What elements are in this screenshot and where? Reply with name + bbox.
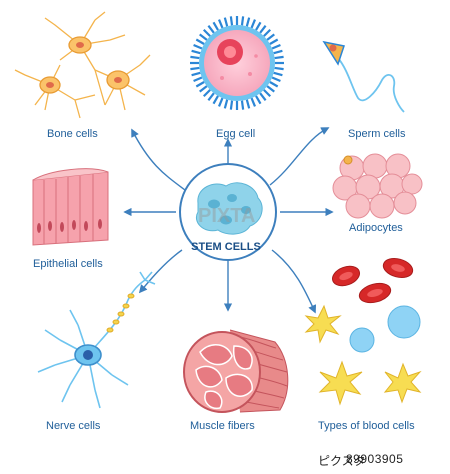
bone-cells-illustration	[14, 11, 151, 119]
epithelial-cells-illustration	[32, 168, 109, 246]
egg-spike	[229, 16, 234, 26]
egg-spike	[229, 100, 234, 110]
watermark-brand: PIXTA	[198, 205, 256, 227]
label-bone-cells: Bone cells	[47, 128, 98, 140]
egg-spike	[212, 21, 219, 31]
egg-spike	[266, 33, 275, 41]
egg-spike	[269, 38, 279, 45]
egg-cell-illustration	[190, 16, 284, 110]
egg-spike	[259, 92, 267, 101]
footer-image-id: 89903905	[346, 452, 404, 466]
footer-bar	[0, 445, 450, 469]
differentiation-arrows	[123, 127, 334, 314]
egg-spike	[223, 99, 229, 109]
egg-spike	[245, 17, 251, 27]
egg-spike	[217, 19, 224, 29]
egg-spike	[273, 49, 283, 55]
egg-spike	[193, 43, 203, 50]
stem-cell-cluster	[179, 163, 277, 261]
egg-spike	[250, 97, 257, 107]
arrow-to-blood	[271, 249, 317, 314]
egg-spike	[274, 66, 284, 71]
egg-spike	[190, 66, 200, 71]
egg-spike	[190, 55, 200, 60]
egg-spike	[199, 33, 208, 41]
egg-spike	[191, 49, 201, 55]
footer-brand-mark: ピクスタ	[318, 454, 366, 468]
egg-spike	[207, 25, 215, 34]
egg-spike	[245, 99, 251, 109]
egg-spike	[259, 25, 267, 34]
label-blood-cells: Types of blood cells	[318, 420, 415, 432]
egg-spike	[274, 55, 284, 60]
egg-spike	[193, 76, 203, 83]
egg-spike	[255, 95, 262, 105]
label-epithelial-cells: Epithelial cells	[33, 258, 103, 270]
nerve-cell-illustration	[37, 271, 156, 409]
egg-spike	[240, 16, 245, 26]
egg-spike	[263, 89, 272, 98]
egg-spike	[212, 95, 219, 105]
egg-spike	[250, 19, 257, 29]
arrow-to-sperm	[269, 127, 330, 186]
egg-spike	[195, 38, 205, 45]
egg-spike	[202, 28, 211, 37]
egg-spike	[199, 85, 208, 93]
label-adipocytes: Adipocytes	[349, 222, 403, 234]
egg-spike	[223, 17, 229, 27]
egg-spike	[273, 71, 283, 77]
stem-cells-title: STEM CELLS	[191, 241, 261, 253]
egg-spike	[269, 81, 279, 88]
label-egg-cell: Egg cell	[216, 128, 256, 140]
arrow-to-bone	[131, 128, 186, 191]
arrow-to-nerve	[138, 249, 183, 294]
sperm-cell-illustration	[322, 40, 405, 113]
egg-spike	[271, 76, 281, 83]
label-nerve-cells: Nerve cells	[46, 420, 101, 432]
egg-spike	[191, 71, 201, 77]
egg-spike	[271, 43, 281, 50]
egg-spike	[266, 85, 275, 93]
label-sperm-cells: Sperm cells	[348, 128, 406, 140]
egg-spike	[217, 97, 224, 107]
egg-spike	[240, 100, 245, 110]
muscle-fibers-illustration	[183, 329, 289, 413]
label-muscle-fibers: Muscle fibers	[190, 420, 255, 432]
egg-spike	[255, 21, 262, 31]
blood-cells-illustration	[304, 257, 422, 406]
egg-spike	[195, 81, 205, 88]
egg-spike	[207, 92, 215, 101]
adipocytes-illustration	[332, 153, 423, 219]
egg-spike	[263, 28, 272, 37]
egg-spike	[202, 89, 211, 98]
